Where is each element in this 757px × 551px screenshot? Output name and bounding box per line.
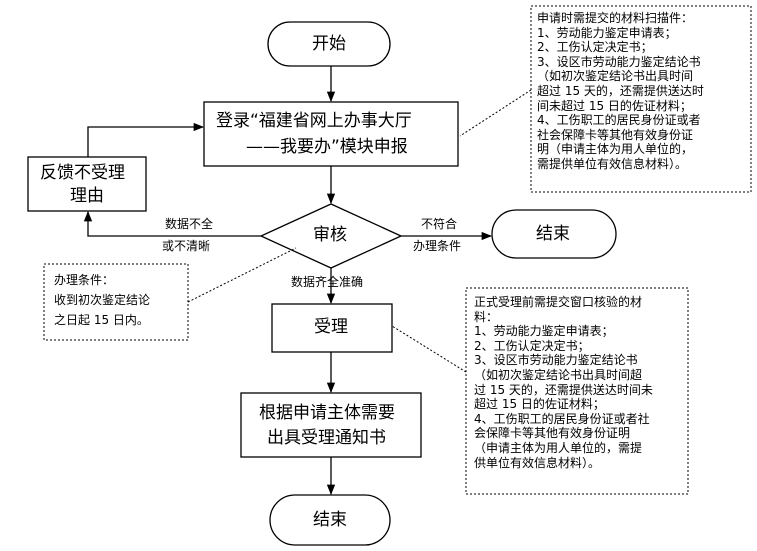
- end-right-label: 结束: [536, 224, 570, 244]
- note-left-text: 办理条件： 收到初次鉴定结论 之日起 15 日内。: [54, 273, 151, 327]
- accept-label: 受理: [314, 317, 348, 337]
- connector-note-top-right: [459, 89, 532, 137]
- note-bottom-right-box: [465, 287, 689, 495]
- edge-not-meet-line2: 办理条件: [413, 239, 462, 253]
- note-top-right-text: 申请时需提交的材料扫描件： 1、劳动能力鉴定申请表； 2、工伤认定决定书； 3、…: [537, 11, 704, 171]
- notice-label-line1: 根据申请主体需要: [259, 403, 395, 423]
- review-label: 审核: [313, 225, 347, 245]
- feedback-label-line1: 反馈不受理: [40, 163, 125, 183]
- connector-note-bottom-right: [391, 325, 467, 373]
- start-label: 开始: [312, 34, 346, 54]
- arrow-feedback-to-login: [87, 122, 205, 157]
- edge-complete: 数据齐全准确: [291, 275, 364, 289]
- edge-not-meet-line1: 不符合: [421, 217, 458, 231]
- login-label-line1: 登录“福建省网上办事大厅: [216, 111, 412, 131]
- feedback-box: [27, 156, 147, 212]
- note-top-right-box: [530, 5, 752, 193]
- edge-incomplete-line1: 数据不全: [165, 217, 214, 231]
- connector-note-left: [187, 247, 297, 303]
- notice-box: [240, 392, 422, 458]
- end-bottom-label: 结束: [313, 510, 347, 530]
- login-label-line2: ——我要办”模块申报: [246, 137, 408, 157]
- accept-box: [271, 303, 393, 353]
- arrow-review-to-feedback: [83, 210, 261, 237]
- feedback-label-line2: 理由: [70, 186, 104, 206]
- note-bottom-right-text: 正式受理前需提交窗口核验的材 料： 1、劳动能力鉴定申请表； 2、工伤认定决定书…: [474, 295, 653, 470]
- notice-label-line2: 出具受理通知书: [267, 428, 386, 448]
- edge-incomplete-line2: 或不清晰: [162, 239, 211, 253]
- login-process-box: [203, 101, 459, 167]
- start-terminal: [267, 21, 391, 67]
